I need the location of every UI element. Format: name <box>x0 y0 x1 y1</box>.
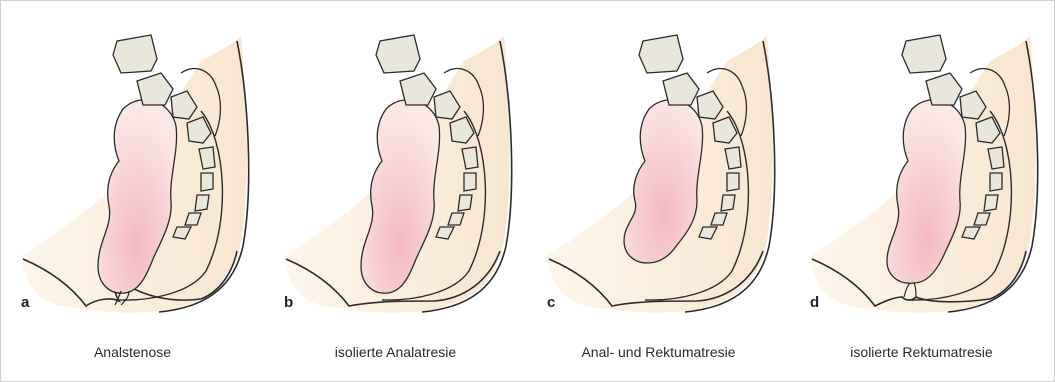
pelvis-illustration-anal-rektumatresie <box>527 1 790 381</box>
panel-d: d isolierte Rektumatresie <box>790 1 1053 381</box>
panel-letter: a <box>21 294 29 311</box>
pelvis-illustration-analstenose <box>1 1 264 381</box>
panel-caption: Analstenose <box>1 344 264 360</box>
pelvis-illustration-rektumatresie <box>790 1 1053 381</box>
pelvis-illustration-analatresie <box>264 1 527 381</box>
panel-letter: d <box>810 294 819 311</box>
panel-a: a Analstenose <box>1 1 264 381</box>
panel-b: b isolierte Analatresie <box>264 1 527 381</box>
panel-letter: b <box>284 294 293 311</box>
panel-c: c Anal- und Rektumatresie <box>527 1 790 381</box>
panel-caption: Anal- und Rektumatresie <box>527 344 790 360</box>
panel-caption: isolierte Analatresie <box>264 344 527 360</box>
panel-caption: isolierte Rektumatresie <box>790 344 1053 360</box>
panel-letter: c <box>547 294 555 311</box>
